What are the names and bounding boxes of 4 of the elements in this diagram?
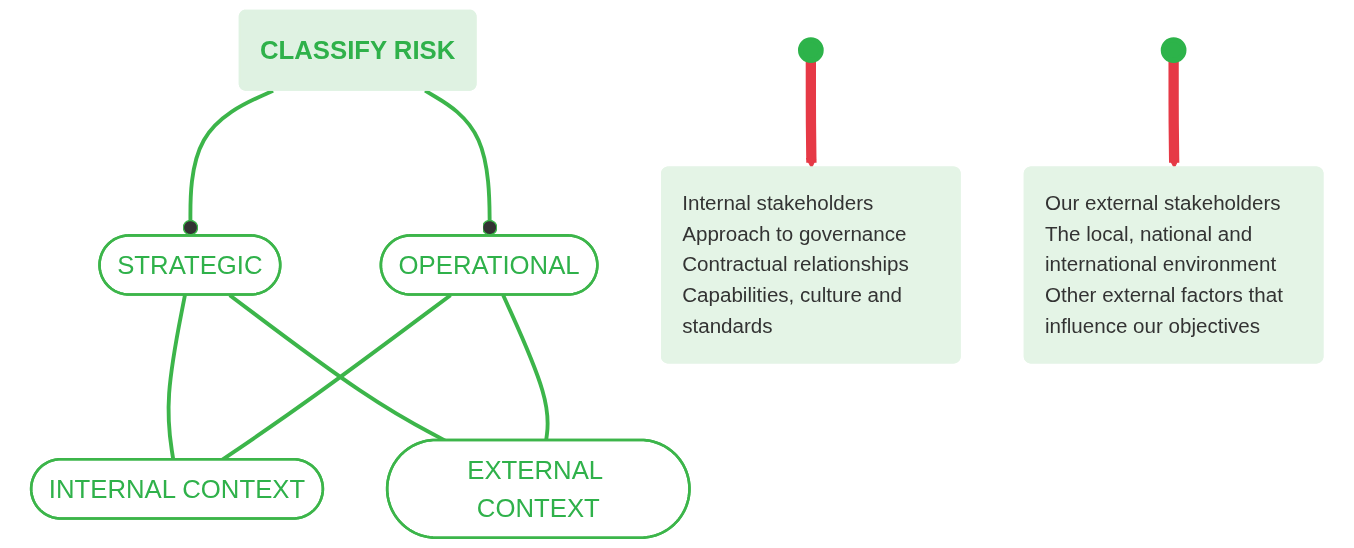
arrow [805,60,817,169]
node-circle [798,37,824,64]
node-circle [1160,37,1187,64]
arrow [1168,60,1180,169]
